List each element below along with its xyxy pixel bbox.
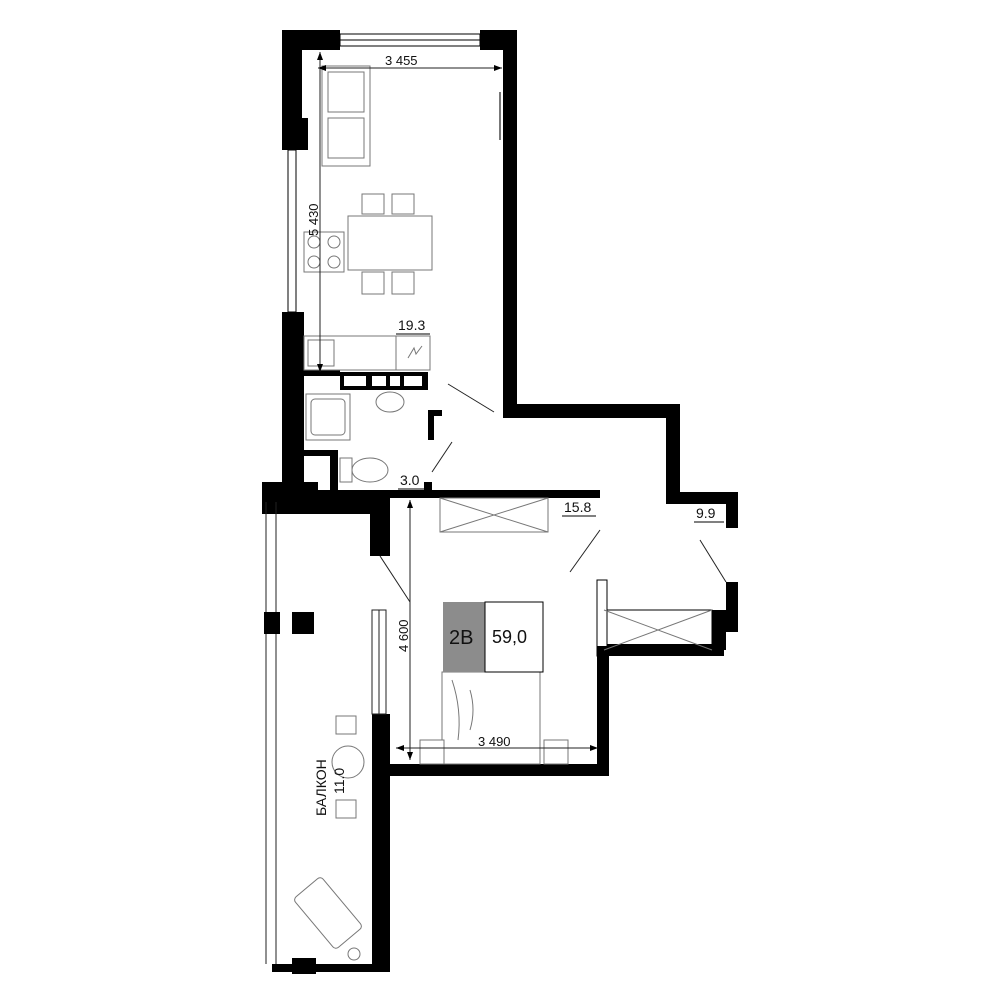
bathtub-icon <box>305 393 351 441</box>
door-swings <box>379 383 727 603</box>
bathroom-area: 3.0 <box>400 472 420 488</box>
dining-table-icon <box>347 193 433 295</box>
sink-icon <box>375 391 405 413</box>
balcony-table-icon <box>331 715 365 819</box>
balcony-area: 11.0 <box>331 768 347 794</box>
living-kitchen-area: 19.3 <box>398 317 425 333</box>
lounge-chair-icon <box>294 877 362 961</box>
bedroom-length-dimension: 4 600 <box>396 619 411 652</box>
dimension-arrows <box>317 52 598 760</box>
dimension-lines <box>318 52 598 760</box>
bed-icon <box>419 671 569 765</box>
hall-wardrobe-icon <box>603 609 713 651</box>
sofa-icon <box>321 65 371 167</box>
kitchen-counter-icon <box>303 335 431 371</box>
stove-icon <box>303 231 345 273</box>
balcony-railing <box>265 502 387 964</box>
toilet-icon <box>339 457 389 483</box>
apartment-total-area: 59,0 <box>492 627 527 647</box>
kitchen-length-dimension: 5 430 <box>306 203 321 236</box>
kitchen-width-dimension: 3 455 <box>385 53 418 68</box>
bedroom-area: 15.8 <box>564 499 591 515</box>
bedroom-width-dimension: 3 490 <box>478 734 511 749</box>
apartment-badge: 2B 59,0 <box>443 601 544 673</box>
wardrobe-icon <box>439 497 549 533</box>
balcony-name: БАЛКОН <box>313 759 329 816</box>
apartment-type-code: 2B <box>449 627 473 649</box>
hall-area: 9.9 <box>696 505 716 521</box>
